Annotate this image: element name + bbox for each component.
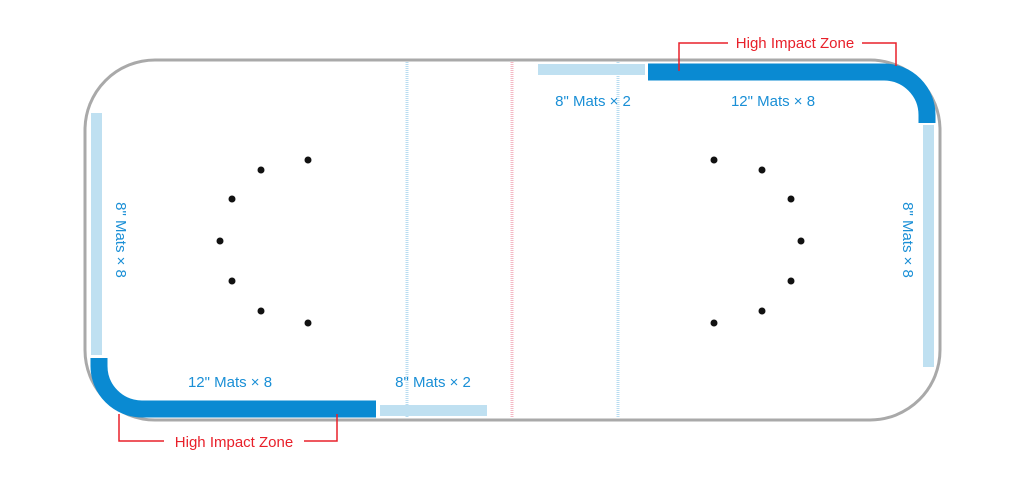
right-faceoff-dots bbox=[710, 156, 805, 327]
right-side-mats bbox=[923, 125, 934, 367]
dot bbox=[758, 307, 766, 315]
bottom-center-mats-label: 8" Mats × 2 bbox=[395, 374, 471, 391]
dot bbox=[228, 195, 236, 203]
bottom-center-mats bbox=[380, 405, 487, 416]
dot bbox=[710, 156, 718, 164]
dot bbox=[787, 277, 795, 285]
left-side-mats bbox=[91, 113, 102, 355]
top-zone-bracket bbox=[678, 42, 897, 71]
dot bbox=[257, 166, 265, 174]
right-side-mats-label: 8" Mats × 8 bbox=[899, 202, 916, 278]
bottom-high-mats-label: 12" Mats × 8 bbox=[188, 374, 272, 391]
dot bbox=[710, 319, 718, 327]
top-center-mats bbox=[538, 64, 645, 75]
dot bbox=[257, 307, 265, 315]
dot bbox=[304, 156, 312, 164]
top-zone-label: High Impact Zone bbox=[736, 35, 854, 52]
dot bbox=[216, 237, 224, 245]
left-faceoff-dots bbox=[216, 156, 312, 327]
bottom-zone-bracket bbox=[118, 414, 338, 442]
dot bbox=[304, 319, 312, 327]
dot bbox=[758, 166, 766, 174]
top-high-impact-mats bbox=[648, 63, 936, 123]
dot bbox=[228, 277, 236, 285]
left-side-mats-label: 8" Mats × 8 bbox=[112, 202, 129, 278]
dot bbox=[787, 195, 795, 203]
top-center-mats-label: 8" Mats × 2 bbox=[555, 93, 631, 110]
bottom-zone-label: High Impact Zone bbox=[175, 434, 293, 451]
top-high-mats-label: 12" Mats × 8 bbox=[731, 93, 815, 110]
bottom-high-impact-mats bbox=[90, 358, 376, 418]
dot bbox=[797, 237, 805, 245]
